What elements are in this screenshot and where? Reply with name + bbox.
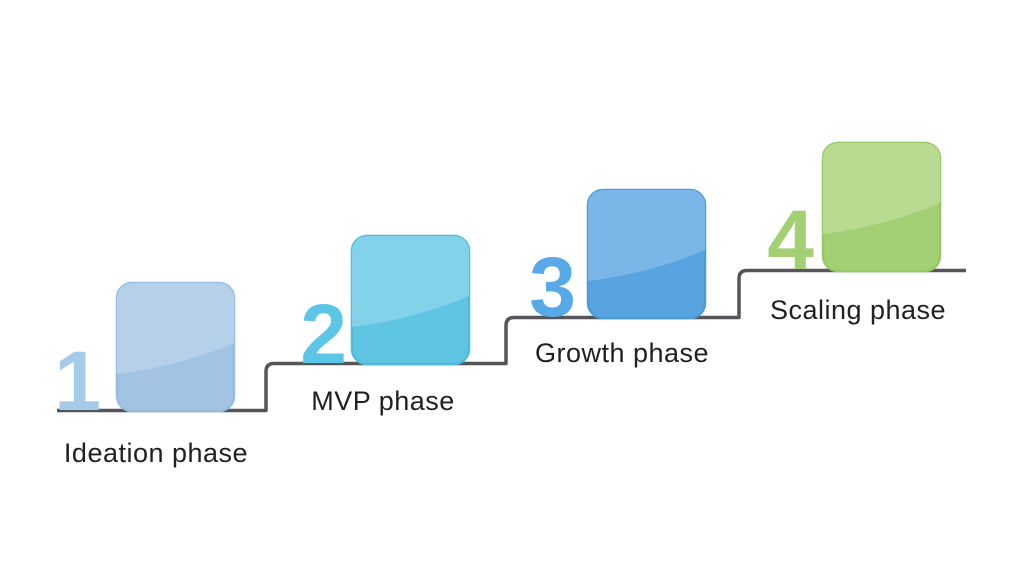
phase-label-2: MVP phase: [311, 386, 455, 416]
step-number-1: 1: [54, 334, 101, 428]
phase-block-4-gloss: [823, 143, 940, 234]
step-number-3: 3: [529, 240, 576, 334]
phase-label-1: Ideation phase: [64, 438, 248, 468]
step-number-4: 4: [767, 193, 814, 287]
phase-block-1-gloss: [117, 283, 234, 374]
phase-label-4: Scaling phase: [770, 295, 946, 325]
step-number-2: 2: [300, 287, 347, 381]
staircase-line: [57, 268, 966, 413]
step-4: 4 Scaling phase: [767, 141, 946, 325]
phase-block-3-gloss: [588, 190, 705, 281]
step-3: 3 Growth phase: [529, 188, 709, 368]
step-2: 2 MVP phase: [300, 234, 471, 416]
phase-block-2-gloss: [352, 236, 469, 327]
step-1: 1 Ideation phase: [54, 281, 248, 468]
phase-label-3: Growth phase: [535, 338, 709, 368]
